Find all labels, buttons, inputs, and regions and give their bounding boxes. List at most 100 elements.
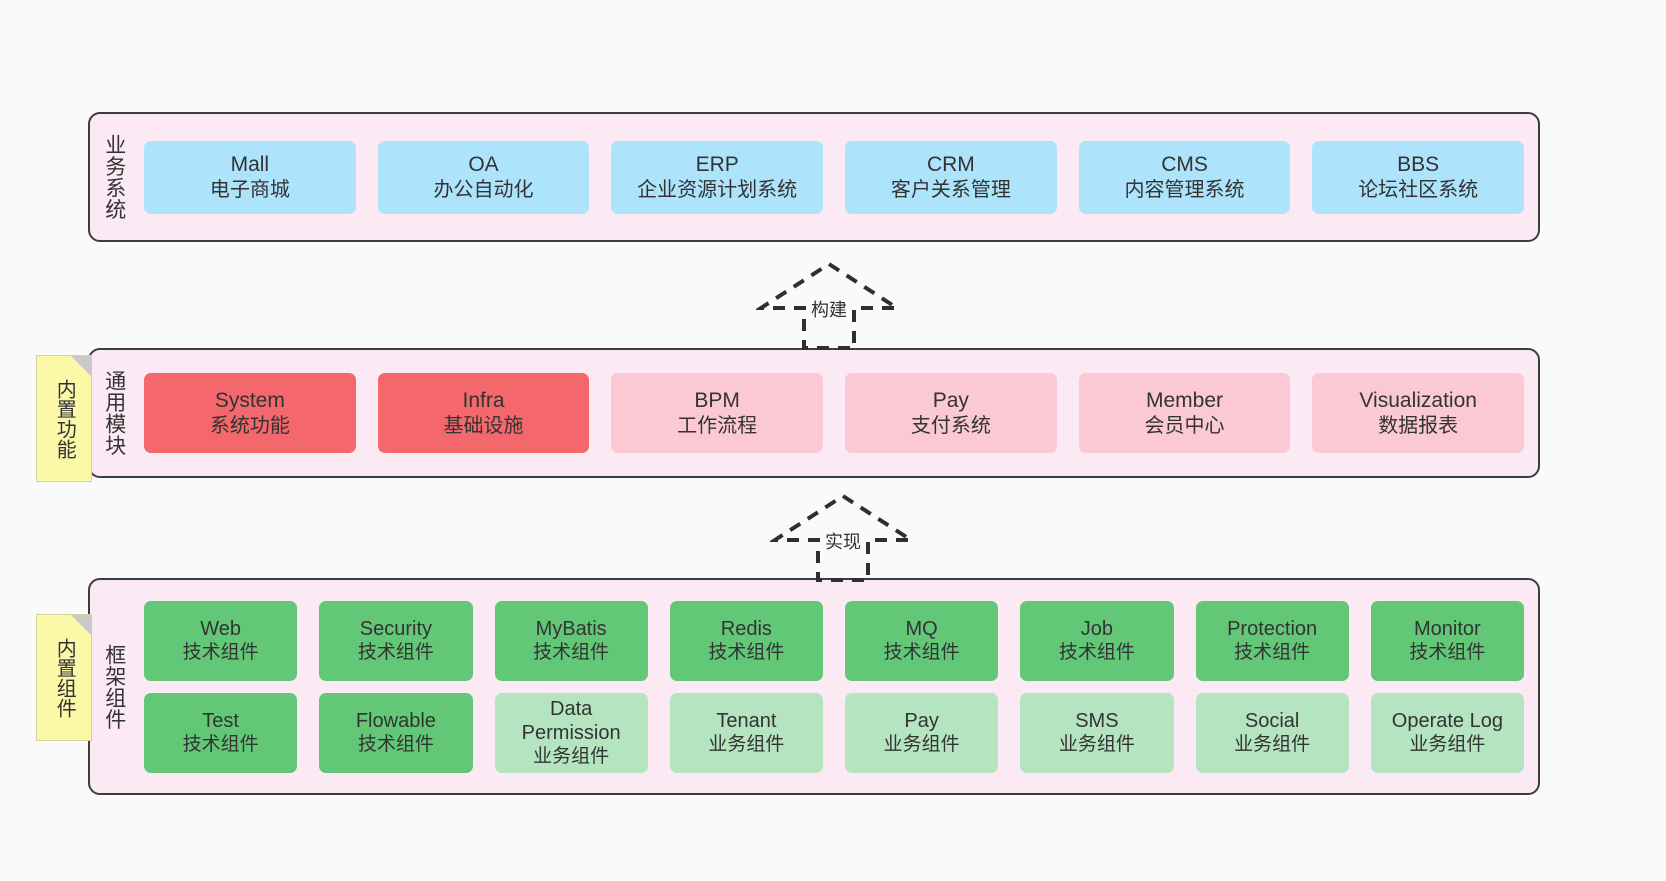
- node-title: Member: [1146, 389, 1224, 412]
- node-tenant[interactable]: Tenant 业务组件: [669, 692, 823, 773]
- node-subtitle: 技术组件: [708, 642, 785, 664]
- node-mybatis[interactable]: MyBatis 技术组件: [494, 600, 648, 681]
- node-infra[interactable]: Infra 基础设施: [377, 373, 590, 453]
- node-flowable[interactable]: Flowable 技术组件: [319, 692, 473, 773]
- dashed-hollow-arrow-icon: [756, 261, 902, 350]
- node-subtitle: 数据报表: [1378, 414, 1459, 437]
- layer-label-framework-components: 框架组件: [102, 643, 126, 730]
- node-erp[interactable]: ERP 企业资源计划系统: [611, 140, 824, 214]
- node-subtitle: 技术组件: [182, 734, 259, 756]
- node-security[interactable]: Security 技术组件: [319, 600, 473, 681]
- note-builtin-components: 内置组件: [36, 614, 92, 741]
- node-title: MQ: [905, 617, 938, 640]
- node-job[interactable]: Job 技术组件: [1020, 600, 1174, 681]
- layer-business-systems: 业务系统 Mall 电子商城 OA 办公自动化 ERP 企业资源计划系统 CRM…: [88, 112, 1540, 242]
- node-subtitle: 技术组件: [883, 642, 960, 664]
- node-title: Web: [200, 617, 241, 640]
- arrow-build: 构建: [756, 260, 902, 352]
- node-pay[interactable]: Pay 支付系统: [845, 373, 1057, 453]
- node-title: Data Permission: [521, 697, 621, 744]
- node-subtitle: 技术组件: [357, 642, 434, 664]
- node-title: Visualization: [1359, 389, 1477, 412]
- node-member[interactable]: Member 会员中心: [1078, 373, 1291, 453]
- node-title: System: [214, 389, 285, 412]
- node-system[interactable]: System 系统功能: [144, 373, 356, 453]
- node-monitor[interactable]: Monitor 技术组件: [1370, 600, 1524, 681]
- layer-body-framework-components: Web 技术组件 Security 技术组件 MyBatis 技术组件 Redi…: [138, 580, 1538, 793]
- note-label: 内置功能: [53, 378, 76, 459]
- node-title: Pay: [904, 709, 939, 732]
- node-title: Infra: [462, 389, 505, 412]
- node-subtitle: 企业资源计划系统: [637, 178, 798, 201]
- layer-body-common-modules: System 系统功能 Infra 基础设施 BPM 工作流程 Pay 支付系统…: [138, 350, 1538, 476]
- row: Test 技术组件 Flowable 技术组件 Data Permission …: [144, 692, 1524, 773]
- node-operate-log[interactable]: Operate Log 业务组件: [1370, 692, 1524, 773]
- node-subtitle: 技术组件: [1058, 642, 1135, 664]
- node-subtitle: 业务组件: [533, 746, 610, 768]
- node-subtitle: 业务组件: [1409, 734, 1486, 756]
- layer-framework-components: 框架组件 Web 技术组件 Security 技术组件 MyBatis 技术组件…: [88, 578, 1540, 795]
- layer-common-modules: 通用模块 System 系统功能 Infra 基础设施 BPM 工作流程 Pay…: [88, 348, 1540, 478]
- layer-body-business-systems: Mall 电子商城 OA 办公自动化 ERP 企业资源计划系统 CRM 客户关系…: [138, 114, 1538, 240]
- row: Mall 电子商城 OA 办公自动化 ERP 企业资源计划系统 CRM 客户关系…: [144, 140, 1525, 214]
- arrow-implement: 实现: [770, 492, 916, 584]
- node-subtitle: 技术组件: [1409, 642, 1486, 664]
- node-visualization[interactable]: Visualization 数据报表: [1312, 373, 1525, 453]
- node-mall[interactable]: Mall 电子商城: [144, 140, 356, 214]
- node-sms[interactable]: SMS 业务组件: [1020, 692, 1174, 773]
- node-subtitle: 电子商城: [209, 178, 290, 201]
- node-subtitle: 技术组件: [533, 642, 610, 664]
- node-title: Monitor: [1414, 617, 1481, 640]
- node-bpm[interactable]: BPM 工作流程: [611, 373, 824, 453]
- node-pay-business[interactable]: Pay 业务组件: [845, 692, 999, 773]
- node-subtitle: 技术组件: [1234, 642, 1311, 664]
- node-title: Job: [1080, 617, 1113, 640]
- node-title: ERP: [695, 153, 739, 176]
- node-title: Tenant: [716, 709, 777, 732]
- node-title: Mall: [230, 153, 270, 176]
- node-title: SMS: [1075, 709, 1119, 732]
- node-title: Protection: [1227, 617, 1318, 640]
- node-subtitle: 客户关系管理: [890, 178, 1011, 201]
- node-cms[interactable]: CMS 内容管理系统: [1078, 140, 1291, 214]
- node-redis[interactable]: Redis 技术组件: [669, 600, 823, 681]
- node-title: CMS: [1161, 153, 1208, 176]
- node-subtitle: 支付系统: [910, 414, 991, 437]
- node-subtitle: 业务组件: [883, 734, 960, 756]
- node-test[interactable]: Test 技术组件: [144, 692, 298, 773]
- node-subtitle: 会员中心: [1144, 414, 1225, 437]
- node-title: Social: [1244, 709, 1300, 732]
- node-subtitle: 工作流程: [677, 414, 758, 437]
- node-title: Pay: [932, 389, 969, 412]
- node-title: Operate Log: [1391, 709, 1503, 732]
- node-subtitle: 内容管理系统: [1124, 178, 1245, 201]
- node-crm[interactable]: CRM 客户关系管理: [845, 140, 1057, 214]
- node-title: CRM: [926, 153, 975, 176]
- row: Web 技术组件 Security 技术组件 MyBatis 技术组件 Redi…: [144, 600, 1524, 681]
- node-title: MyBatis: [535, 617, 607, 640]
- node-title: Flowable: [355, 709, 436, 732]
- folded-corner-icon: [71, 615, 91, 635]
- node-title: BBS: [1397, 153, 1440, 176]
- node-oa[interactable]: OA 办公自动化: [377, 140, 590, 214]
- node-bbs[interactable]: BBS 论坛社区系统: [1312, 140, 1525, 214]
- node-subtitle: 技术组件: [357, 734, 434, 756]
- node-subtitle: 论坛社区系统: [1358, 178, 1479, 201]
- node-social[interactable]: Social 业务组件: [1195, 692, 1349, 773]
- node-title: Redis: [720, 617, 772, 640]
- folded-corner-icon: [71, 356, 91, 376]
- dashed-hollow-arrow-icon: [770, 493, 916, 582]
- node-web[interactable]: Web 技术组件: [144, 600, 298, 681]
- node-title: BPM: [694, 389, 740, 412]
- node-subtitle: 业务组件: [708, 734, 785, 756]
- node-data-permission[interactable]: Data Permission 业务组件: [494, 692, 648, 773]
- layer-label-business-systems: 业务系统: [102, 134, 126, 220]
- node-subtitle: 基础设施: [443, 414, 524, 437]
- node-mq[interactable]: MQ 技术组件: [845, 600, 999, 681]
- row: System 系统功能 Infra 基础设施 BPM 工作流程 Pay 支付系统…: [144, 373, 1525, 453]
- node-title: Security: [359, 617, 432, 640]
- layer-label-common-modules: 通用模块: [102, 370, 126, 456]
- node-subtitle: 办公自动化: [433, 178, 534, 201]
- node-protection[interactable]: Protection 技术组件: [1195, 600, 1349, 681]
